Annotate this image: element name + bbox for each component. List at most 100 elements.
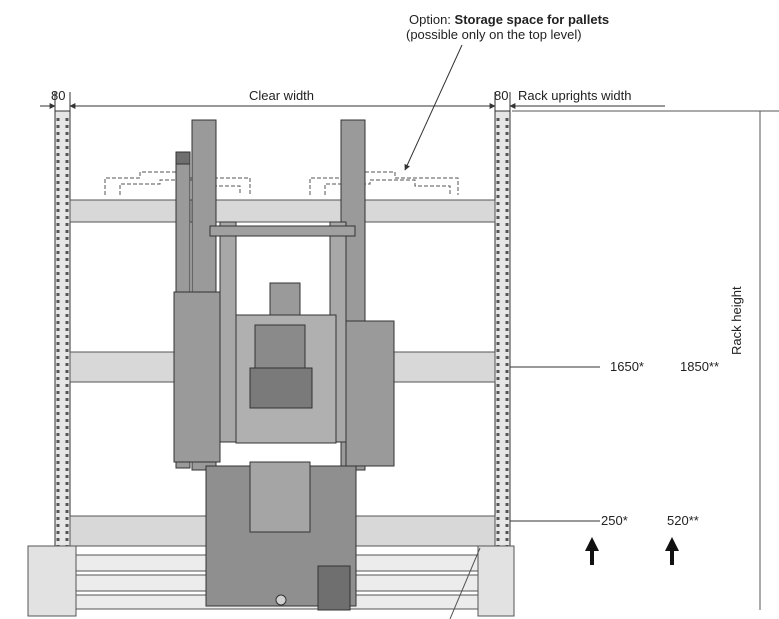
upright-hole (56, 118, 60, 121)
upright-hole (65, 426, 69, 429)
right-post-width: 80 (494, 88, 509, 103)
upright-hole (56, 426, 60, 429)
upright-hole (496, 363, 500, 366)
upright-hole (65, 349, 69, 352)
upright-hole (56, 188, 60, 191)
upright-hole (496, 377, 500, 380)
mid-level-b: 1850** (680, 359, 720, 374)
upright-hole (505, 412, 509, 415)
upright-hole (65, 524, 69, 527)
upright-hole (65, 272, 69, 275)
upright-hole (496, 146, 500, 149)
pallet-outlines (104, 171, 459, 195)
upright-hole (65, 146, 69, 149)
base-block-left (27, 545, 77, 617)
upright-hole (65, 314, 69, 317)
upright-hole (505, 216, 509, 219)
upright-hole (496, 223, 500, 226)
upright-hole (505, 342, 509, 345)
upright-hole (56, 125, 60, 128)
upright-hole (56, 300, 60, 303)
upright-hole (56, 468, 60, 471)
bottom-level-b: 520** (667, 513, 699, 528)
upright-hole (505, 482, 509, 485)
upright-hole (65, 440, 69, 443)
upright-hole (505, 503, 509, 506)
upright-hole (505, 433, 509, 436)
upright-hole (56, 314, 60, 317)
upright-hole (56, 391, 60, 394)
upright-hole (496, 391, 500, 394)
upright-hole (496, 132, 500, 135)
upright-hole (56, 531, 60, 534)
upright-hole (505, 468, 509, 471)
upright-hole (496, 356, 500, 359)
upright-hole (65, 405, 69, 408)
upright-hole (65, 356, 69, 359)
upright-hole (65, 286, 69, 289)
upright-hole (496, 454, 500, 457)
upright-hole (505, 286, 509, 289)
upright-hole (56, 132, 60, 135)
upright-hole (496, 251, 500, 254)
upright-hole (65, 531, 69, 534)
upright-hole (496, 342, 500, 345)
upright-hole (505, 258, 509, 261)
upright-hole (65, 216, 69, 219)
upright-hole (65, 202, 69, 205)
upright-hole (56, 286, 60, 289)
upright-hole (505, 251, 509, 254)
upright-hole (56, 139, 60, 142)
upright-hole (65, 307, 69, 310)
upright-hole (496, 524, 500, 527)
upright-hole (496, 419, 500, 422)
upright-hole (505, 496, 509, 499)
upright-hole (56, 510, 60, 513)
upright-hole (505, 531, 509, 534)
upright-hole (496, 307, 500, 310)
upright-hole (65, 279, 69, 282)
upright-hole (505, 349, 509, 352)
upright-hole (496, 461, 500, 464)
upright-hole (56, 209, 60, 212)
upright-hole (65, 167, 69, 170)
upright-hole (496, 237, 500, 240)
upright-hole (65, 223, 69, 226)
upright-hole (505, 118, 509, 121)
option-subtitle: (possible only on the top level) (406, 27, 582, 42)
upright-hole (56, 265, 60, 268)
upright-hole (56, 538, 60, 541)
upright-hole (496, 398, 500, 401)
upright-hole (505, 335, 509, 338)
up-arrow-icon (665, 537, 679, 565)
upright-hole (505, 167, 509, 170)
upright-hole (65, 300, 69, 303)
upright-hole (496, 265, 500, 268)
upright-hole (496, 335, 500, 338)
upright-hole (56, 272, 60, 275)
upright-hole (505, 272, 509, 275)
upright-hole (496, 188, 500, 191)
upright-hole (56, 160, 60, 163)
upright-hole (56, 293, 60, 296)
option-name: Storage space for pallets (454, 12, 610, 27)
upright-hole (505, 195, 509, 198)
upright-hole (505, 377, 509, 380)
upright-hole (496, 314, 500, 317)
upright-hole (65, 132, 69, 135)
upright-hole (65, 244, 69, 247)
upright-hole (56, 223, 60, 226)
upright-hole (56, 405, 60, 408)
upright-hole (65, 160, 69, 163)
upright-hole (496, 496, 500, 499)
upright-hole (505, 125, 509, 128)
upright-hole (56, 181, 60, 184)
upright-hole (56, 342, 60, 345)
upright-hole (505, 461, 509, 464)
upright-hole (496, 370, 500, 373)
upright-hole (496, 181, 500, 184)
upright-hole (505, 181, 509, 184)
upright-hole (496, 468, 500, 471)
upright-hole (56, 454, 60, 457)
upright-hole (56, 356, 60, 359)
